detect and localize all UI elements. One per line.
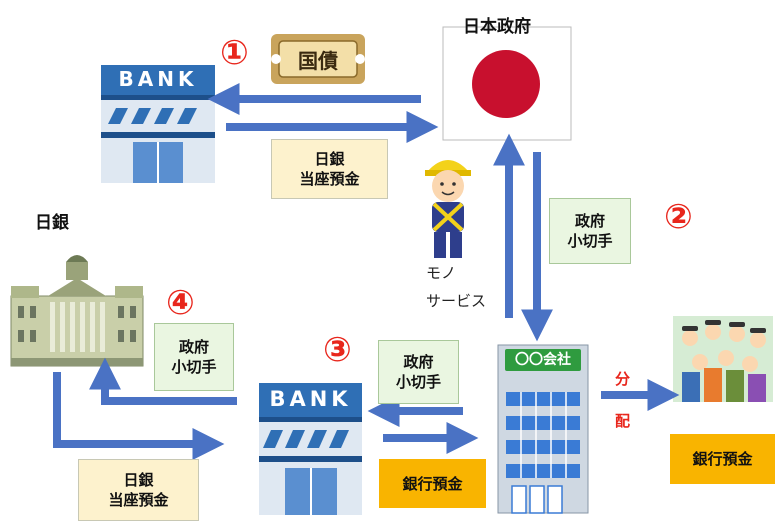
services-label: サービス: [426, 292, 487, 310]
goods-services-label: モノ サービス: [426, 262, 486, 312]
step-3-marker: ③: [323, 330, 352, 370]
box-line-2: 小切手: [171, 358, 217, 376]
goods-label: モノ: [426, 264, 457, 282]
arrow-bank-to-boj: [89, 357, 237, 405]
gov-check-box-left: 政府 小切手: [154, 323, 234, 391]
boj-current-account-box-top: 日銀 当座預金: [271, 139, 388, 199]
bank-sign-bottom: BANK: [269, 387, 352, 411]
step-4-marker: ④: [166, 283, 195, 323]
bank-building-top-icon: [101, 65, 215, 183]
bank-deposit-text: 銀行預金: [402, 474, 463, 493]
box-line-2: 当座預金: [299, 170, 360, 188]
step-1-marker: ①: [220, 33, 249, 73]
boj-current-account-box-bottom: 日銀 当座預金: [78, 459, 199, 521]
japanese-government-title: 日本政府: [463, 17, 531, 37]
box-line-1: 日銀: [314, 150, 345, 168]
boj-label: 日銀: [35, 213, 69, 233]
gov-check-box-middle: 政府 小切手: [378, 340, 459, 404]
company-building-icon: [497, 344, 589, 514]
box-line-1: 日銀: [123, 471, 154, 489]
crowd-people-icon: [673, 316, 773, 402]
bank-deposit-text: 銀行預金: [692, 450, 753, 468]
box-line-1: 政府: [403, 353, 434, 371]
company-sign-label: 〇〇会社: [515, 352, 571, 368]
distribute-label-top: 分: [615, 370, 631, 388]
japan-flag-icon: [442, 26, 572, 141]
bank-building-bottom-icon: [259, 383, 362, 515]
company-sign-plate: [505, 349, 581, 371]
distribute-label-bottom: 配: [615, 412, 631, 430]
arrow-boj-to-bank: [53, 372, 225, 460]
box-line-2: 小切手: [567, 232, 613, 250]
bank-deposit-box-right: 銀行預金: [670, 434, 775, 484]
gov-check-box-right: 政府 小切手: [549, 198, 631, 264]
government-bond-label: 国債: [298, 49, 338, 73]
bank-of-japan-building-icon: [10, 255, 144, 367]
government-bond-icon: [271, 34, 365, 84]
box-line-2: 小切手: [395, 373, 441, 391]
box-line-2: 当座預金: [108, 491, 169, 509]
box-line-1: 政府: [574, 212, 605, 230]
bank-sign-top: BANK: [118, 67, 198, 91]
bank-deposit-box-bottom: 銀行預金: [379, 459, 486, 508]
box-line-1: 政府: [178, 338, 209, 356]
worker-person-icon: [425, 160, 471, 258]
step-2-marker: ②: [664, 197, 693, 237]
